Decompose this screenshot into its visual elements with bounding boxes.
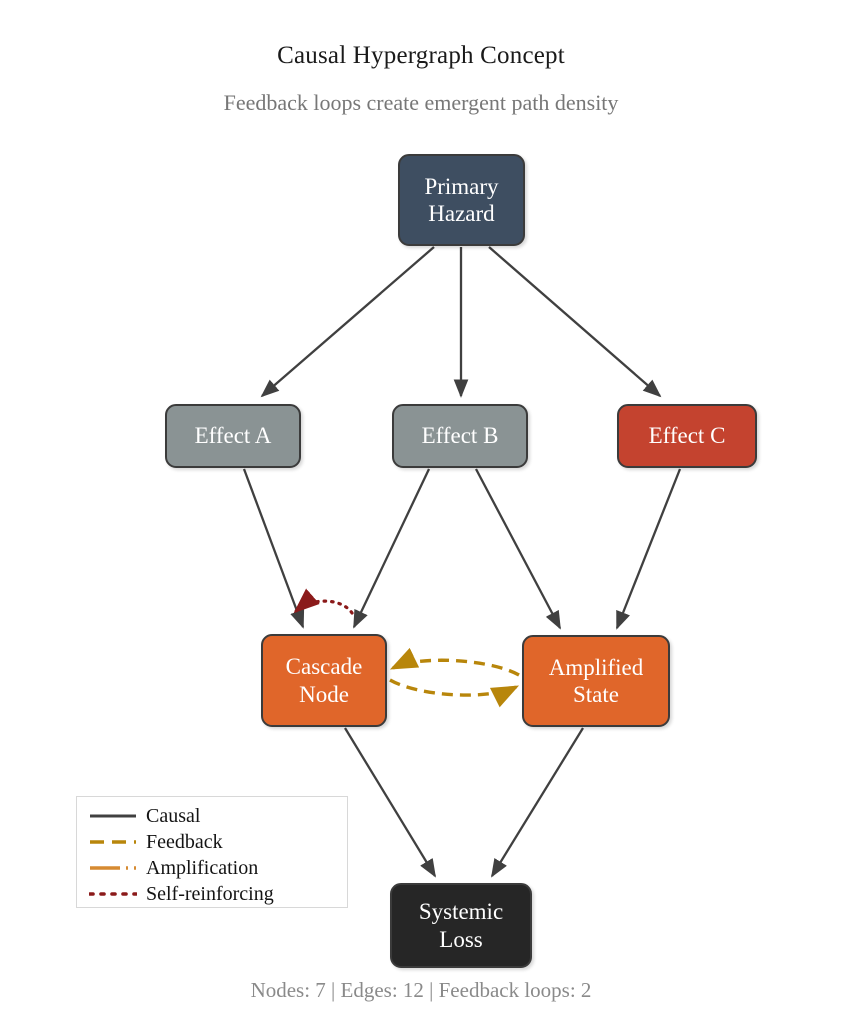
footer-stats: Nodes: 7 | Edges: 12 | Feedback loops: 2 [250, 978, 592, 1002]
node-systemic-loss[interactable]: Systemic Loss [390, 883, 532, 968]
legend-swatch-self-reinforcing-icon [88, 887, 138, 901]
legend-swatch-causal-icon [89, 809, 137, 823]
edge-primary-hazard-to-effect-c [488, 246, 662, 398]
node-amplified-state[interactable]: Amplified State [522, 635, 670, 727]
legend: Causal Feedback Amplification [76, 796, 348, 908]
legend-label-causal: Causal [146, 805, 201, 827]
edge-primary-hazard-to-effect-a [260, 246, 435, 398]
legend-item-amplification: Amplification [77, 855, 347, 881]
legend-swatch-amplification-icon [89, 861, 137, 875]
page-subtitle: Feedback loops create emergent path dens… [223, 90, 619, 115]
edge-amplified-state-to-systemic-loss [491, 727, 584, 878]
edge-cascade-node-to-amplified-state-feedback [389, 678, 520, 708]
legend-item-self-reinforcing: Self-reinforcing [77, 881, 347, 907]
edge-effect-b-to-cascade-node [352, 468, 431, 629]
edge-cascade-node-to-systemic-loss [344, 727, 436, 878]
edge-effect-a-to-cascade-node [242, 468, 305, 629]
legend-item-causal: Causal [77, 803, 347, 829]
legend-swatch-feedback-icon [89, 835, 137, 849]
edge-effect-b-to-amplified-state [474, 468, 562, 630]
legend-label-self-reinforcing: Self-reinforcing [146, 883, 274, 905]
legend-item-feedback: Feedback [77, 829, 347, 855]
node-effect-c[interactable]: Effect C [617, 404, 757, 468]
legend-label-amplification: Amplification [146, 857, 259, 879]
legend-label-feedback: Feedback [146, 831, 223, 853]
node-primary-hazard[interactable]: Primary Hazard [398, 154, 525, 246]
edge-effect-c-to-amplified-state [615, 468, 682, 630]
edge-amplified-state-to-cascade-node-feedback [389, 647, 520, 677]
edge-cascade-node-self-reinforcing [293, 588, 354, 615]
node-effect-b[interactable]: Effect B [392, 404, 528, 468]
page-title: Causal Hypergraph Concept [277, 42, 565, 69]
node-effect-a[interactable]: Effect A [165, 404, 301, 468]
node-cascade-node[interactable]: Cascade Node [261, 634, 387, 727]
